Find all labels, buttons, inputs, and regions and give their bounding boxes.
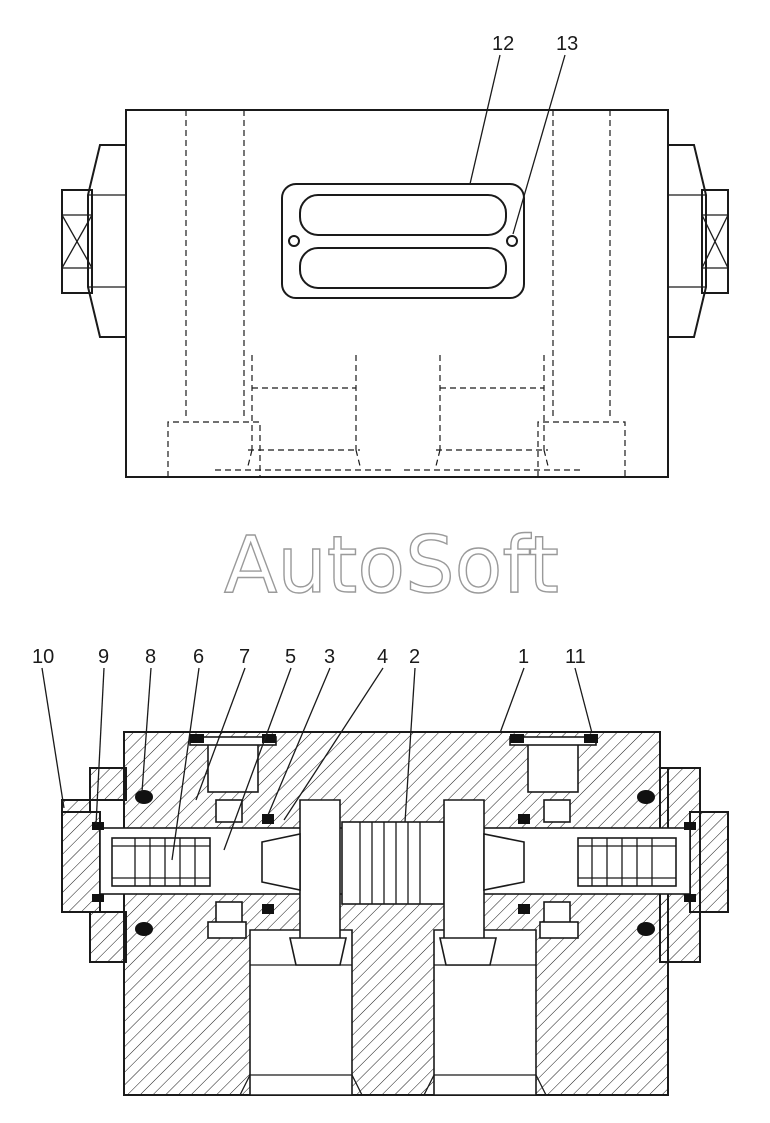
o-ring [135,790,153,804]
left-end-cap [61,767,127,963]
section-view: 10 9 8 6 7 5 3 4 2 1 11 [32,646,729,1096]
callout-9: 9 [98,646,109,668]
left-plug [61,189,93,294]
o-ring [684,894,696,902]
callout-4: 4 [377,646,388,668]
rivet [288,235,300,247]
upper-port-right [527,741,579,793]
callout-1: 1 [518,646,529,668]
callout-8: 8 [145,646,156,668]
top-view: 12 13 [61,33,729,478]
o-ring [190,734,204,743]
right-piston [443,799,485,941]
callout-12: 12 [492,33,514,55]
section-body [123,731,669,1096]
right-hex-nut [667,144,707,338]
port-right [433,929,537,1096]
o-ring [584,734,598,743]
callout-5: 5 [285,646,296,668]
watermark: AutoSoft [224,521,559,611]
callout-7: 7 [239,646,250,668]
o-ring [262,814,274,824]
o-ring [262,904,274,914]
o-ring [92,894,104,902]
o-ring [510,734,524,743]
callout-10: 10 [32,646,54,668]
callout-2: 2 [409,646,420,668]
upper-port-left [207,741,259,793]
right-spring [577,837,677,887]
o-ring [92,822,104,830]
callout-3: 3 [324,646,335,668]
o-ring [637,922,655,936]
callout-13: 13 [556,33,578,55]
o-ring [637,790,655,804]
callout-6: 6 [193,646,204,668]
callout-11: 11 [565,646,586,668]
o-ring [518,904,530,914]
spool [341,821,445,905]
left-piston [299,799,341,941]
right-end-cap [659,767,729,963]
o-ring [135,922,153,936]
o-ring [684,822,696,830]
right-plug [701,189,729,294]
nameplate [281,183,525,299]
o-ring [518,814,530,824]
o-ring [262,734,276,743]
rivet [506,235,518,247]
left-hex-nut [87,144,127,338]
